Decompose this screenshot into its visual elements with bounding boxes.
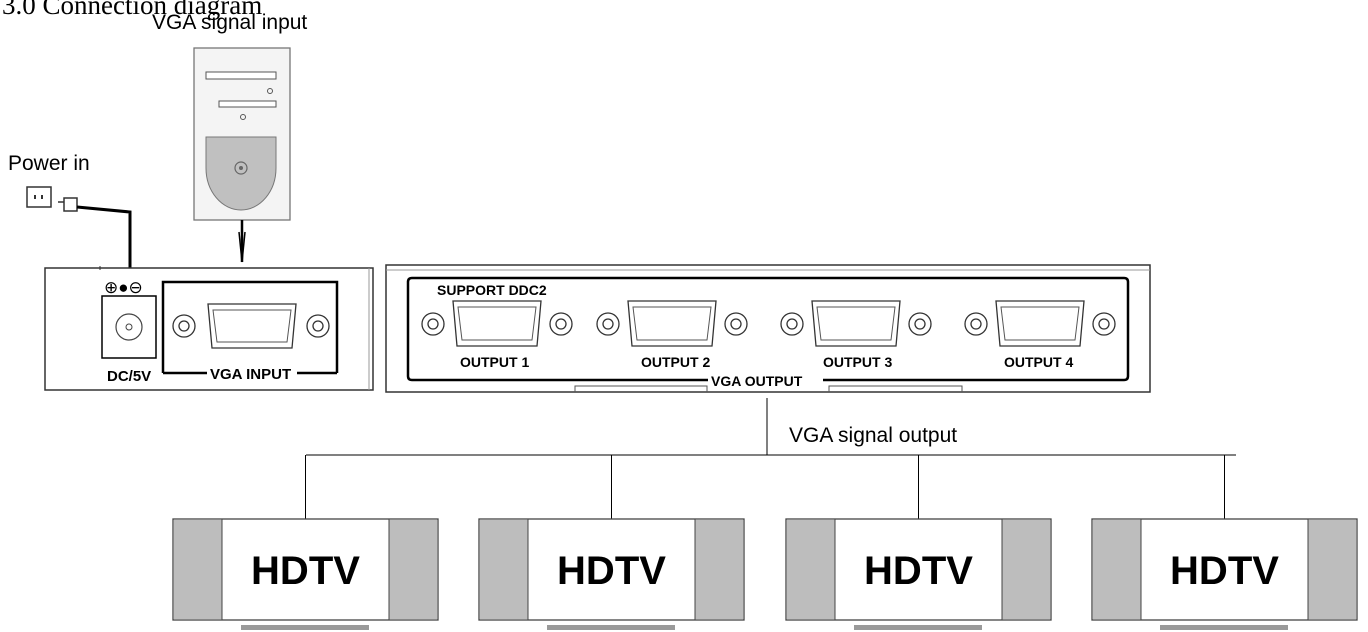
output-port-2 — [596, 300, 748, 347]
support-ddc2-label: SUPPORT DDC2 — [437, 282, 547, 298]
section-title: 3.0 Connection diagram — [2, 0, 262, 20]
power-cable — [76, 205, 132, 285]
hdtv-display-1: HDTV — [172, 455, 439, 630]
vga-output-label: VGA OUTPUT — [711, 373, 803, 389]
tv-stand — [241, 625, 369, 630]
vga-signal-input-label: VGA signal input — [152, 11, 307, 34]
output-1-label: OUTPUT 1 — [460, 354, 529, 370]
output-ports: OUTPUT 1 OUTPUT 2 OUTPUT 3 OUTPUT 4 — [421, 300, 1116, 370]
power-outlet-icon — [26, 186, 52, 208]
output-port-3 — [780, 300, 932, 347]
hdtv-label: HDTV — [864, 549, 973, 593]
output-panel — [385, 264, 1151, 393]
output-3-label: OUTPUT 3 — [823, 354, 892, 370]
tv-stand — [854, 625, 982, 630]
dc-jack — [101, 295, 157, 359]
hdtv-label: HDTV — [1170, 549, 1279, 593]
output-port-4 — [964, 300, 1116, 347]
computer-tower-icon — [193, 47, 291, 221]
power-plug-icon — [58, 197, 78, 212]
tv-stand — [1160, 625, 1288, 630]
output-2-label: OUTPUT 2 — [641, 354, 710, 370]
hdtv-display-3: HDTV — [785, 455, 1052, 630]
vga-input-label: VGA INPUT — [210, 366, 291, 383]
input-panel — [44, 266, 374, 391]
power-in-label: Power in — [8, 152, 90, 175]
dc-5v-label: DC/5V — [107, 368, 151, 385]
hdtv-display-4: HDTV — [1091, 455, 1358, 630]
output-4-label: OUTPUT 4 — [1004, 354, 1073, 370]
power-polarity-symbol: ⊕●⊖ — [104, 278, 143, 297]
hdtv-label: HDTV — [251, 549, 360, 593]
tv-stand — [547, 625, 675, 630]
hdtv-label: HDTV — [557, 549, 666, 593]
hdtv-display-2: HDTV — [478, 455, 745, 630]
output-port-1 — [421, 300, 573, 347]
displays: HDTV HDTV HDTV HDTV — [172, 455, 1358, 630]
vga-signal-output-label: VGA signal output — [789, 424, 957, 447]
